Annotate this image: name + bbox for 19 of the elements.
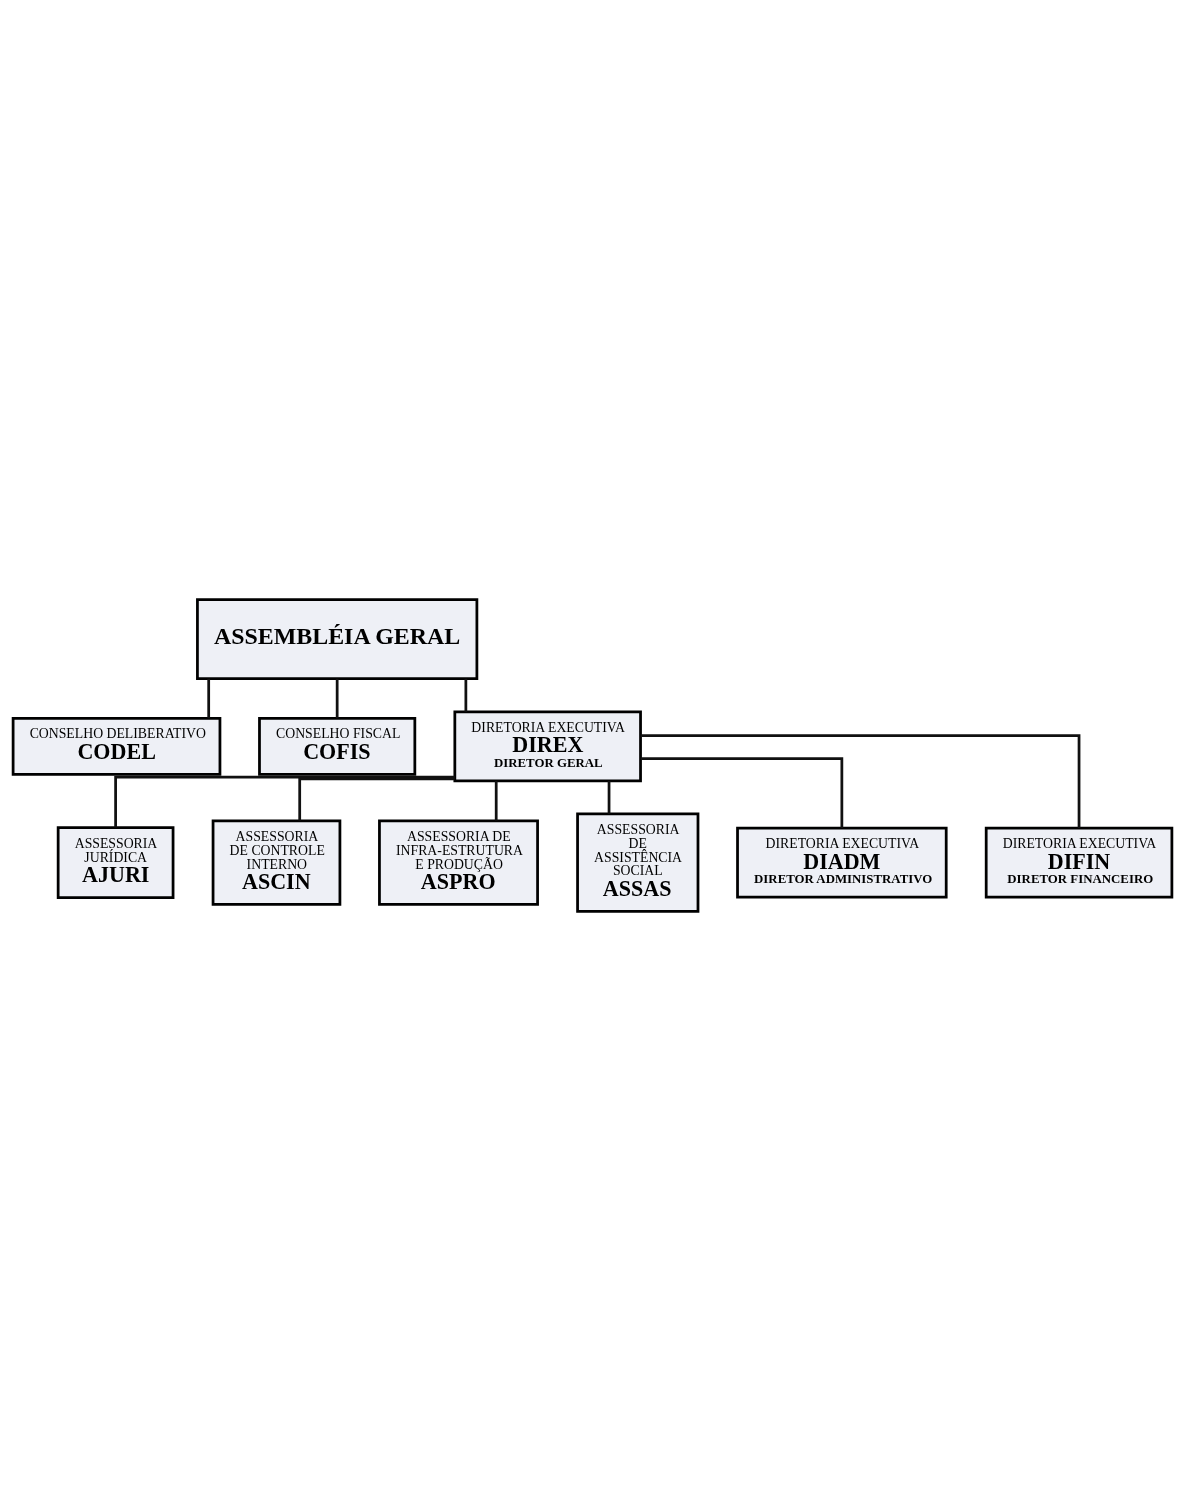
node-box: ASSEMBLÉIA GERAL [196, 597, 479, 680]
node-box: CONSELHO DELIBERATIVO CODEL [11, 716, 222, 776]
connector [640, 756, 844, 828]
connector [298, 777, 455, 820]
connector [607, 780, 611, 814]
connector [335, 678, 339, 718]
node-box: ASSESSORIA DE ASSISTÊNCIA SOCIAL ASSAS [576, 812, 700, 913]
node-box: DIRETORIA EXECUTIVA DIADM DIRETOR ADMINISTRATIVO [736, 826, 948, 898]
connector [207, 678, 211, 718]
connector [494, 780, 498, 821]
node-box: DIRETORIA EXECUTIVA DIFIN DIRETOR FINANCEIRO [984, 826, 1174, 898]
node-box: ASSESSORIA DE INFRA-ESTRUTURA E PRODUÇÃO ASPRO [378, 818, 539, 906]
connector [640, 733, 1081, 828]
node-box: ASSESSORIA DE CONTROLE INTERNO ASCIN [211, 818, 342, 906]
node-box: DIRETORIA EXECUTIVA DIREX DIRETOR GERAL [453, 709, 642, 782]
node-box: CONSELHO FISCAL COFIS [258, 716, 417, 776]
connector [114, 775, 455, 828]
connector [464, 678, 468, 712]
node-box: ASSESSORIA JURÍDICA AJURI [56, 825, 175, 899]
